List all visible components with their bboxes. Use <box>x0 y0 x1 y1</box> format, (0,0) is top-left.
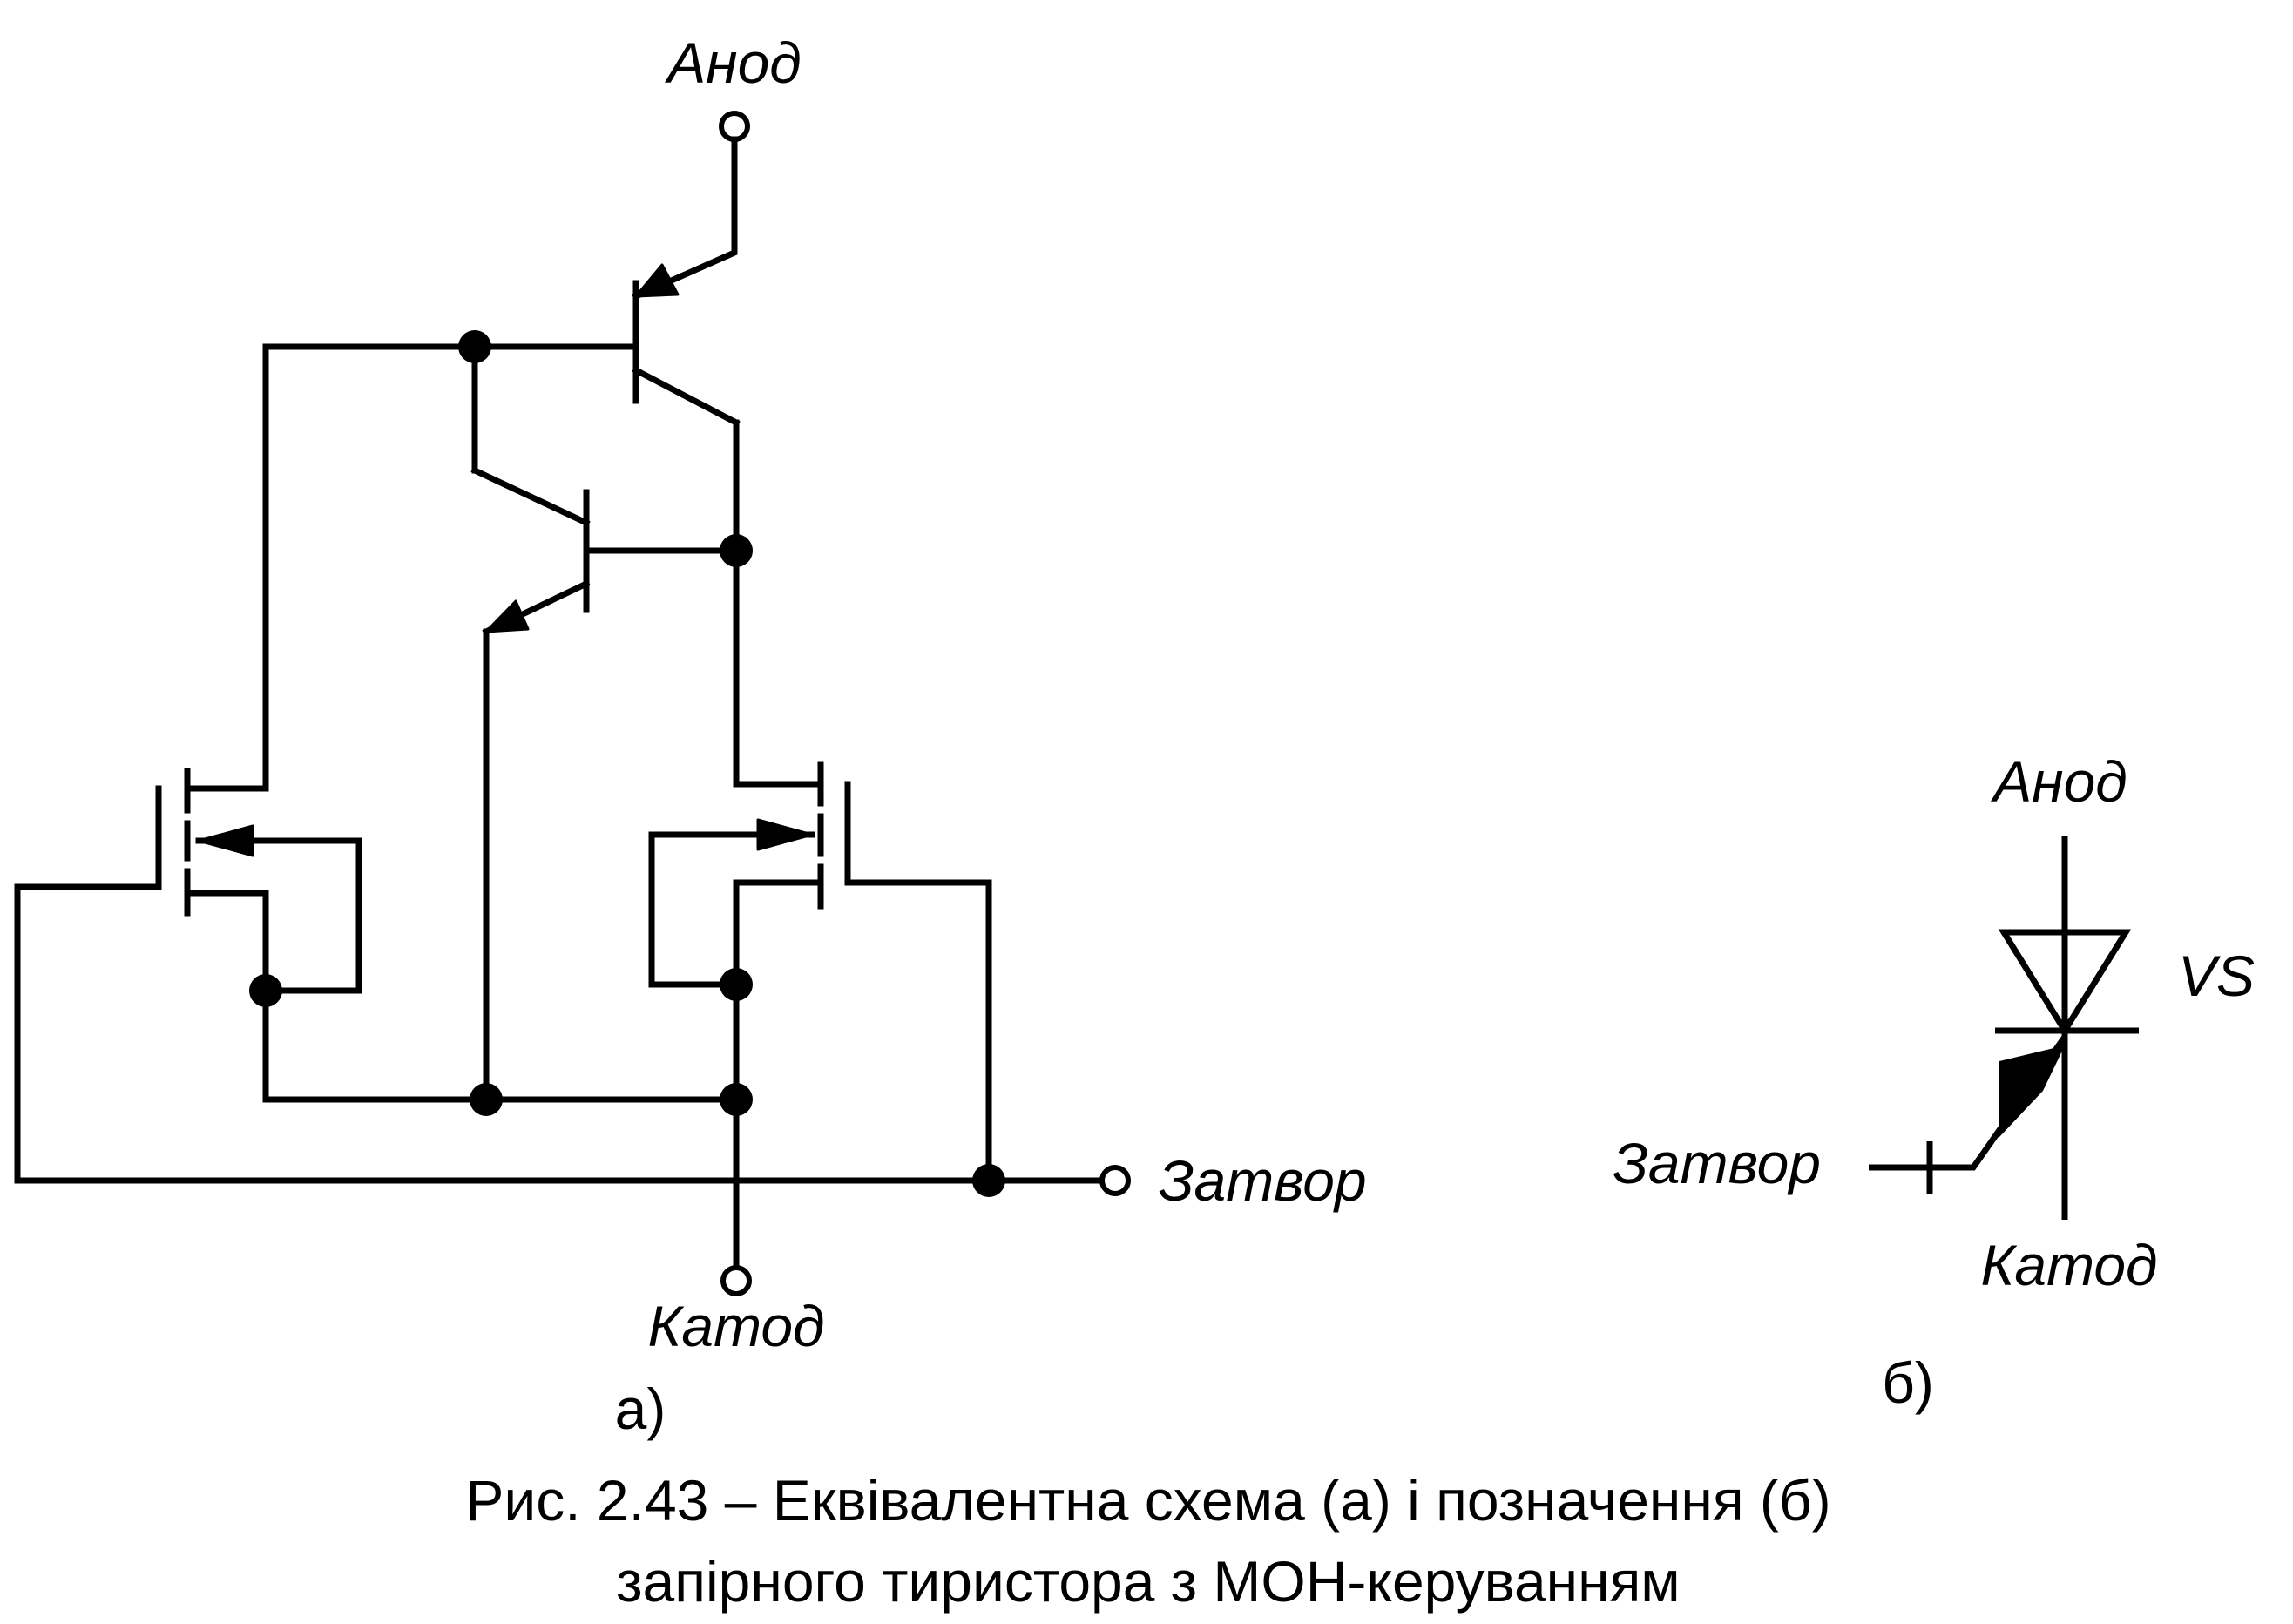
right-gate-wire <box>844 879 992 1184</box>
collector-base-junction <box>720 534 753 567</box>
emitter-bus-junction <box>470 1083 503 1116</box>
anode-label-b: Анод <box>1990 749 2127 814</box>
equivalent-circuit: Анод Затвор Катод а) <box>14 30 1367 1441</box>
gate-label-a: Затвор <box>1159 1148 1367 1213</box>
anode-lead-wire <box>632 136 738 301</box>
diode-triangle <box>1998 929 2132 1037</box>
left-mos-body-wire <box>195 837 362 994</box>
anode-label-a: Анод <box>664 30 802 95</box>
left-mos-drain-wire <box>184 343 269 792</box>
left-mos-source-junction <box>249 974 282 1007</box>
right-mos-body-arrow <box>756 818 814 851</box>
subfigure-label-a: а) <box>615 1377 666 1441</box>
cathode-label-b: Катод <box>1980 1233 2157 1297</box>
right-mos-body-wire <box>648 831 815 988</box>
left-mos-body-arrow <box>197 824 254 857</box>
npn-collector-slant-wire <box>470 466 591 527</box>
right-mos-source-wire <box>733 879 824 1271</box>
device-label-vs: VS <box>2178 944 2255 1008</box>
symbol-gate-lead <box>1869 1034 2067 1171</box>
pnp-collector-wire <box>632 366 741 427</box>
gate-control-wedge <box>1999 1045 2065 1137</box>
npn-emitter-arrow <box>484 599 530 633</box>
gate-junction <box>972 1164 1005 1197</box>
caption-line-1: Рис. 2.43 – Еквівалентна схема (а) і поз… <box>465 1468 1830 1533</box>
top-base-junction <box>458 330 491 363</box>
gate-terminal <box>1099 1165 1131 1196</box>
gate-label-b: Затвор <box>1613 1131 1821 1195</box>
thyristor-symbol: Анод VS Затвор Катод б) <box>1613 749 2255 1415</box>
caption-line-2: запірного тиристора з МОН-керуванням <box>616 1549 1680 1614</box>
cathode-label-a: Катод <box>647 1294 824 1358</box>
right-mos-source-junction <box>720 968 753 1001</box>
anode-terminal <box>719 111 750 142</box>
left-gate-wire <box>14 883 1106 1184</box>
cathode-bus-junction <box>720 1083 753 1116</box>
subfigure-label-b: б) <box>1882 1350 1934 1415</box>
pnp-emitter-arrow <box>634 263 680 298</box>
cathode-terminal <box>720 1265 752 1296</box>
